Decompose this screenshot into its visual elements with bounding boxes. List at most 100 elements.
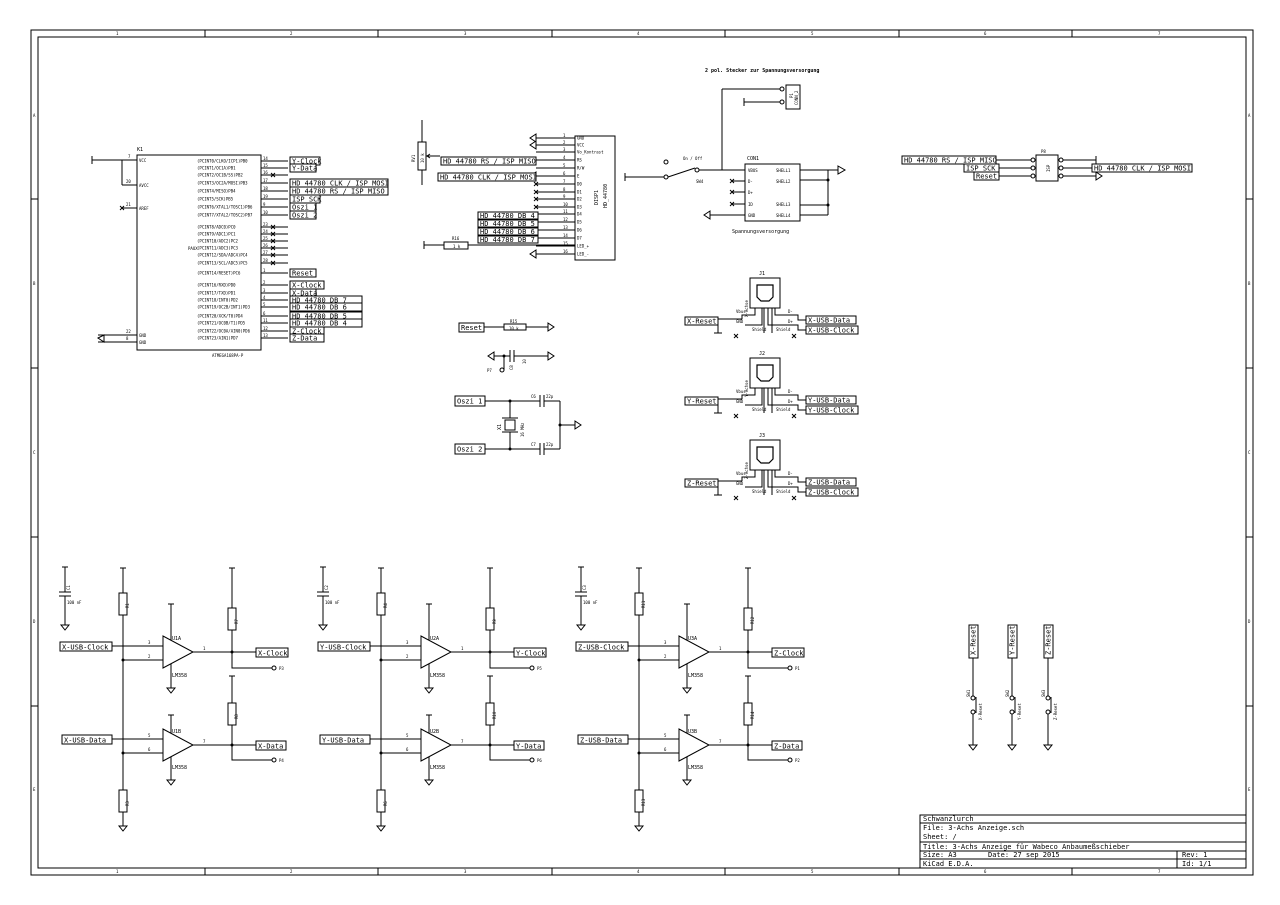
con1-pin-id: ID bbox=[748, 202, 753, 207]
lcd-pin-num: 2 bbox=[563, 140, 566, 145]
clk-out-label-box bbox=[771, 647, 805, 658]
data-in-label: Y-USB-Data bbox=[322, 737, 364, 745]
usb-clock-label: X-USB-Clock bbox=[808, 327, 855, 335]
usb-data-label: Z-USB-Data bbox=[808, 479, 850, 487]
c8-val: 10 bbox=[522, 359, 527, 364]
isp-net-miso: HD 44780 RS / ISP MISO bbox=[904, 157, 997, 165]
mcu-pin-name: (PCINT9/ADC1)PC1 bbox=[197, 232, 236, 237]
col-label-top-3: 3 bbox=[464, 31, 467, 36]
mcu-pin-num: 14 bbox=[263, 156, 268, 161]
opamp-pin-number: 6 bbox=[148, 747, 151, 752]
opamp-pin-number: 3 bbox=[406, 640, 409, 645]
mcu-pin-num: 6 bbox=[263, 311, 266, 316]
lcd-net-clk: HD 44780 CLK / ISP MOSI bbox=[440, 174, 537, 182]
test-point bbox=[529, 757, 535, 763]
usb-pin-shield2: Shield bbox=[776, 489, 791, 494]
opamp-pin-number: 6 bbox=[406, 747, 409, 752]
wire bbox=[59, 572, 71, 625]
switch-contact bbox=[1009, 695, 1015, 701]
no-connect-mark bbox=[270, 238, 276, 244]
col-label-bot-5: 5 bbox=[811, 869, 814, 874]
res-ref: R9 bbox=[492, 619, 497, 624]
clk-in-label: X-USB-Clock bbox=[62, 644, 109, 652]
usb-axis: X-Achse bbox=[744, 300, 749, 317]
test-point bbox=[529, 665, 535, 671]
usb-pin-vbus: Vbus bbox=[736, 309, 746, 314]
tp-2: P2 bbox=[795, 758, 800, 763]
mcu-pin-num: 10 bbox=[263, 210, 268, 215]
mcu-pin-name: (PCINT0/CLKO/ICP1)PB0 bbox=[197, 159, 248, 164]
mcu-pin-num: 17 bbox=[263, 178, 268, 183]
clk-out-label-box bbox=[513, 647, 547, 658]
tb-tool: KiCad E.D.A. bbox=[923, 860, 974, 868]
power-symbol bbox=[426, 714, 432, 720]
isp-value: ISP bbox=[1046, 164, 1051, 172]
r16-val: 1 k bbox=[453, 244, 461, 249]
c6-ref: C6 bbox=[531, 394, 536, 399]
col-label-bot-3: 3 bbox=[464, 869, 467, 874]
wire bbox=[790, 404, 806, 411]
mcu-body bbox=[136, 154, 262, 351]
switch-contact bbox=[1009, 709, 1015, 715]
switch-net-label: X-Reset bbox=[970, 625, 978, 655]
row-label-right-e: E bbox=[1248, 787, 1251, 792]
no-connect-mark bbox=[791, 495, 797, 501]
no-connect-mark bbox=[791, 333, 797, 339]
mcu-net-label: X-Data bbox=[292, 290, 317, 298]
usb-b-socket-icon bbox=[756, 446, 774, 464]
ground-symbol bbox=[681, 779, 693, 786]
ground-symbol bbox=[423, 779, 435, 786]
isp-ref: P8 bbox=[1041, 149, 1046, 154]
lcd-pin-name: LED_+ bbox=[577, 244, 590, 249]
mcu-right-pins: 14(PCINT0/CLKO/ICP1)PB015(PCINT1/OC1A)PB… bbox=[197, 156, 389, 343]
opamp-pin-number: 1 bbox=[203, 646, 206, 651]
crystal-circuit: Oszi 1 Oszi 2 X1 16 MHz C6 22p C7 22p bbox=[454, 394, 582, 455]
mcu-pin-vcc: VCC bbox=[139, 158, 147, 163]
lcd-pin-name: D0 bbox=[577, 182, 582, 187]
rv1-potentiometer bbox=[417, 120, 440, 185]
mcu-pin-name: (PCINT5/SCK)PB5 bbox=[197, 197, 234, 202]
opamp-pin-number: 1 bbox=[719, 646, 722, 651]
opamp-b-ref: U3B bbox=[688, 729, 697, 735]
power-symbol bbox=[229, 675, 235, 681]
mcu-net-label-box bbox=[289, 268, 317, 278]
opamp-pin-number: 2 bbox=[406, 654, 409, 659]
mcu-net-label: Reset bbox=[292, 270, 313, 278]
resistor bbox=[118, 789, 128, 813]
ground-symbol bbox=[117, 825, 129, 832]
mcu-pin-num: 15 bbox=[263, 163, 268, 168]
opamp-pin-number: 3 bbox=[148, 640, 151, 645]
r15-val: 10 k bbox=[509, 326, 519, 331]
lcd-pin-num: 14 bbox=[563, 233, 568, 238]
usb-body bbox=[749, 439, 781, 471]
r16-resistor bbox=[423, 241, 575, 250]
row-label-left-a: A bbox=[33, 113, 36, 118]
lcd-pin-name: D7 bbox=[577, 236, 582, 241]
mcu-net-label: Z-Data bbox=[292, 335, 317, 343]
mcu-pin-8: 8 bbox=[126, 336, 129, 341]
no-connect-mark bbox=[270, 224, 276, 230]
mcu-net-label: HD 44780 CLK / ISP MOSI bbox=[292, 180, 389, 188]
usb-pin-dm: D- bbox=[788, 309, 793, 314]
power-symbol bbox=[745, 675, 751, 681]
wire bbox=[790, 476, 806, 483]
usb-pin-shield1: Shield bbox=[752, 407, 767, 412]
con1-pin-shell1: SHELL1 bbox=[776, 168, 791, 173]
p1-value: CONN_2 bbox=[794, 90, 799, 105]
mcu-pin-num: 9 bbox=[263, 202, 266, 207]
power-symbol bbox=[745, 567, 751, 573]
lcd-pin-name: D2 bbox=[577, 197, 582, 202]
mcu-pin-20: 20 bbox=[126, 179, 131, 184]
usb-axis: Y-Achse bbox=[744, 380, 749, 397]
mcu-pin-num: 5 bbox=[263, 302, 266, 307]
wire bbox=[774, 388, 790, 396]
usb-ref: J3 bbox=[759, 433, 765, 439]
c7-val: 22p bbox=[546, 442, 554, 447]
opamp-b-ref: U1B bbox=[172, 729, 181, 735]
p1-ref: P1 bbox=[789, 93, 794, 98]
lcd-pin-num: 13 bbox=[563, 225, 568, 230]
no-connect-mark bbox=[733, 495, 739, 501]
mcu-pin-name: (PCINT2/OC1B/SS)PB2 bbox=[197, 173, 243, 178]
